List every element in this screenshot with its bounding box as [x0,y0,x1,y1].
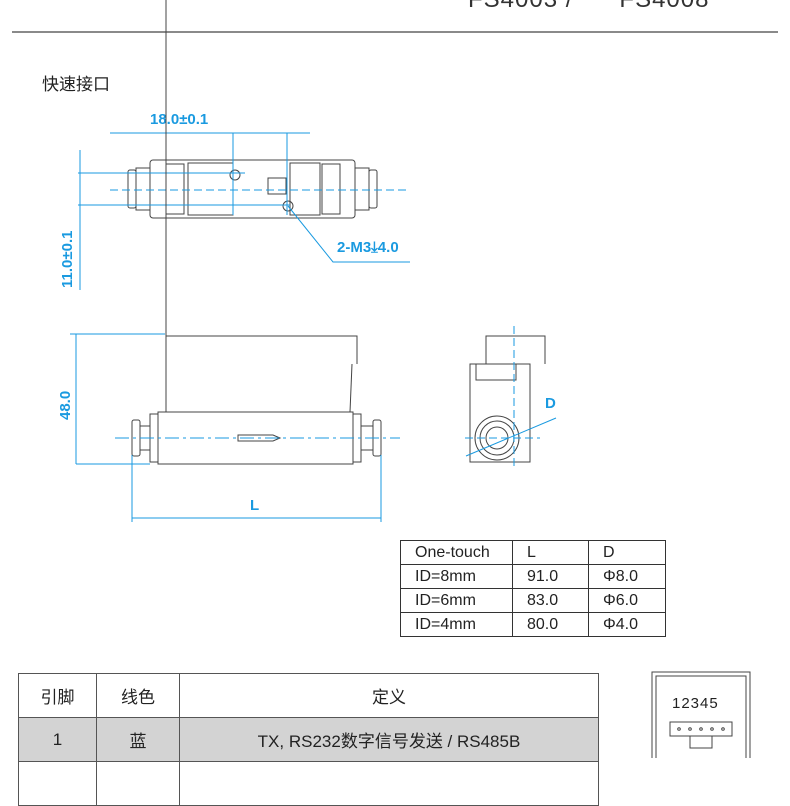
cell: 83.0 [512,588,589,613]
header-one-touch: One-touch [400,540,513,565]
cell: TX, RS232数字信号发送 / RS485B [179,717,599,762]
dimension-drawing: 18.0±0.1 2-M3⤓4.0 11.0±0.1 48.0 L D [57,0,751,758]
cell: 蓝 [96,717,180,762]
connector-pin-numbers: 12345 [672,695,719,712]
header-l: L [512,540,589,565]
height-dimension-label: 48.0 [57,391,74,420]
top-view [127,159,378,219]
cell: 91.0 [512,564,589,589]
front-dimensions [70,333,400,522]
pitch-dimension-label: 18.0±0.1 [150,111,208,128]
cell: ID=8mm [400,564,513,589]
thread-note-label: 2-M3⤓4.0 [337,239,399,256]
divider [12,31,778,33]
header-pin: 引脚 [18,673,97,718]
cell: Φ6.0 [588,588,666,613]
header-wire-color: 线色 [96,673,180,718]
model-title: FS4003 / FS4008 [468,0,709,14]
front-view [131,0,382,465]
section-title: 快速接口 [42,75,110,94]
connector-diagram [651,671,751,758]
cell: Φ4.0 [588,612,666,637]
cell: 1 [18,717,97,762]
cell: ID=4mm [400,612,513,637]
header-definition: 定义 [179,673,599,718]
table-row [18,761,599,806]
table-header-row: 引脚线色定义 [18,673,599,718]
side-view [469,335,546,463]
cell: ID=6mm [400,588,513,613]
cell: Φ8.0 [588,564,666,589]
height-tolerance-label: 11.0±0.1 [59,231,76,288]
diameter-label: D [545,395,556,412]
cell: 80.0 [512,612,589,637]
length-dimension-label: L [250,497,259,514]
header-d: D [588,540,666,565]
top-dimensions [78,132,410,290]
